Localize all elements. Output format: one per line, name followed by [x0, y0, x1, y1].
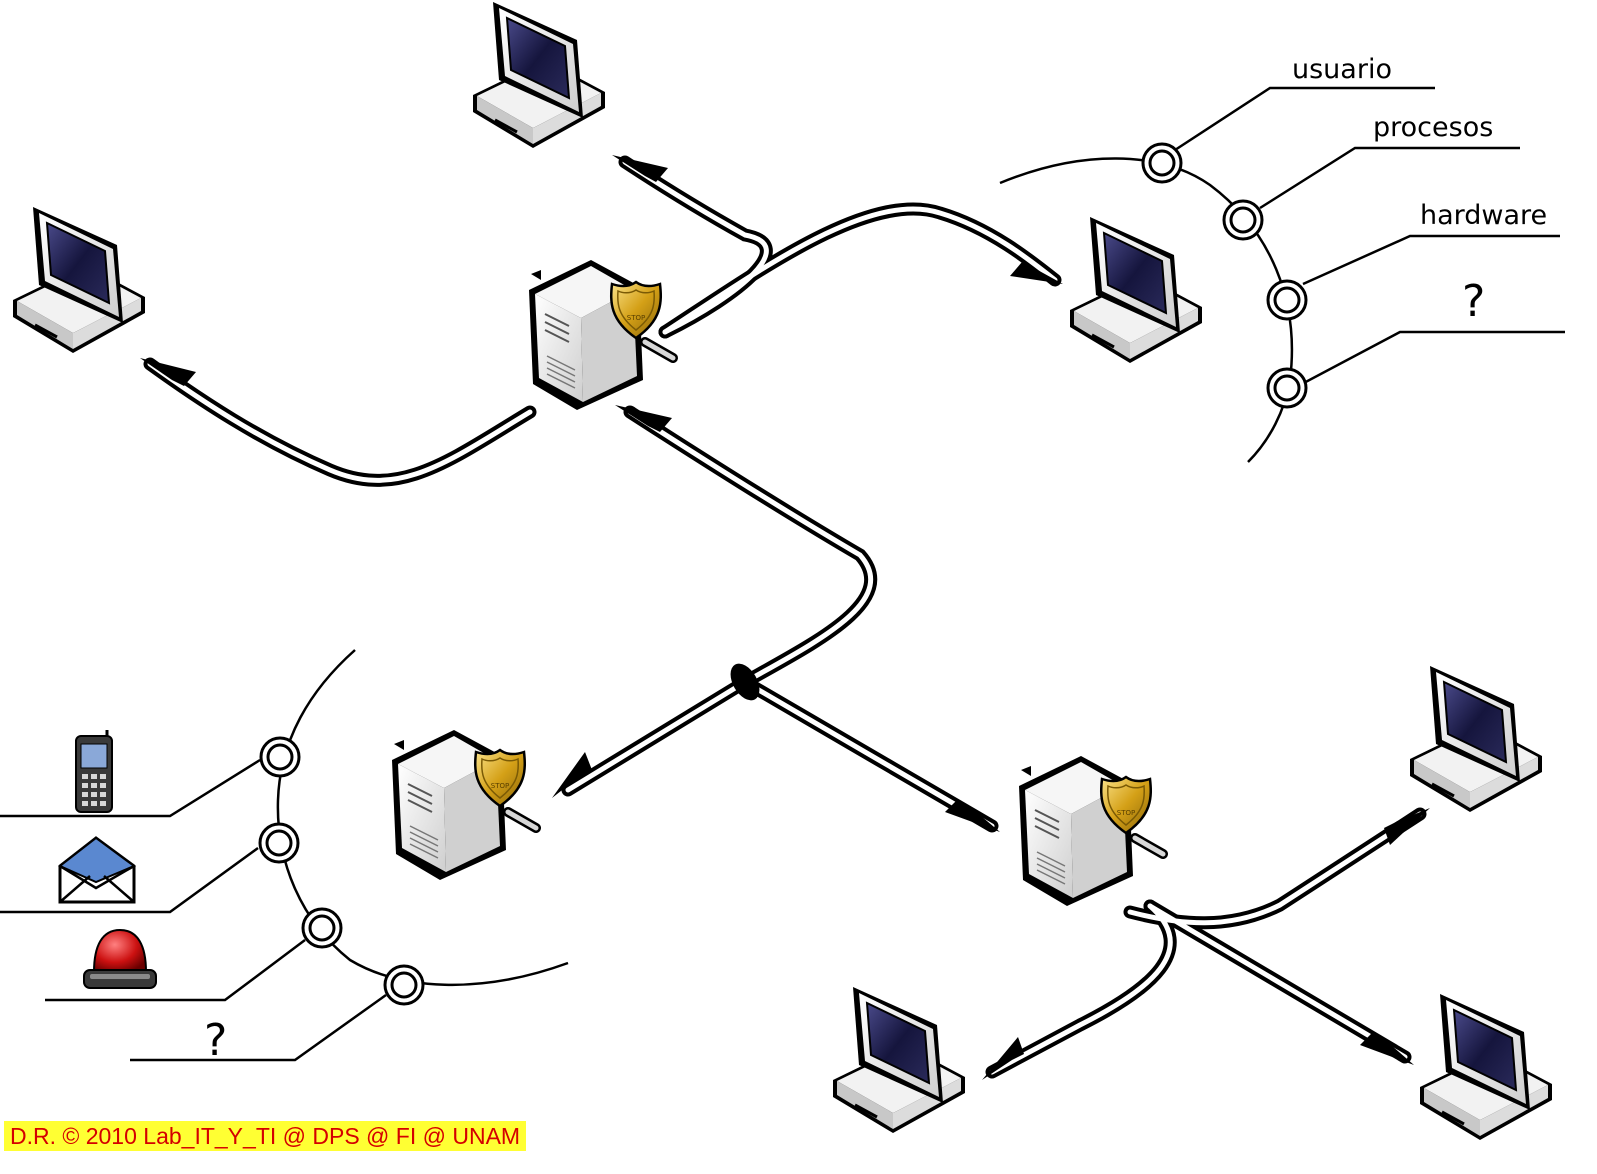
arrowhead: [1384, 808, 1430, 845]
connections: [143, 155, 1427, 1079]
socket-mail: [258, 822, 300, 864]
label-processes: procesos: [1373, 112, 1493, 143]
workstation-left: [11, 205, 147, 355]
arrowheads: [140, 155, 1430, 1080]
arrowhead: [615, 405, 672, 432]
workstation-bottom-right: [1418, 992, 1554, 1142]
notify-interfaces-bottom: [0, 649, 569, 1062]
arrowhead: [612, 155, 668, 182]
arrowhead: [945, 799, 1000, 832]
workstation-bottom-right-top: [1408, 664, 1544, 814]
arrowhead: [140, 358, 196, 386]
socket-alarm: [301, 907, 343, 949]
server-top: [529, 260, 673, 410]
mobile-phone-icon: [75, 730, 113, 813]
label-user: usuario: [1292, 54, 1392, 85]
server-bottom-left: [392, 730, 536, 880]
workstation-right: [1068, 215, 1204, 365]
socket-user: [1141, 142, 1183, 184]
copyright-notice: D.R. © 2010 Lab_IT_Y_TI @ DPS @ FI @ UNA…: [4, 1121, 527, 1151]
socket-unknown-top: [1266, 367, 1308, 409]
label-unknown-top: ?: [1462, 276, 1485, 327]
socket-phone: [259, 736, 301, 778]
socket-hardware: [1266, 279, 1308, 321]
junction-node: [730, 663, 760, 701]
arrowhead: [552, 752, 592, 798]
arrowhead: [1010, 262, 1063, 284]
workstation-bottom-center: [831, 985, 967, 1135]
arrowhead: [982, 1037, 1024, 1080]
workstation-top-center: [471, 0, 607, 150]
arrowhead: [1360, 1032, 1414, 1065]
label-unknown-bottom: ?: [204, 1015, 227, 1066]
envelope-icon: [58, 836, 137, 904]
socket-unknown-bottom: [383, 964, 425, 1006]
socket-processes: [1222, 199, 1264, 241]
label-hardware: hardware: [1420, 200, 1547, 231]
server-bottom-right: [1019, 756, 1163, 906]
alarm-light-icon: [83, 928, 157, 989]
